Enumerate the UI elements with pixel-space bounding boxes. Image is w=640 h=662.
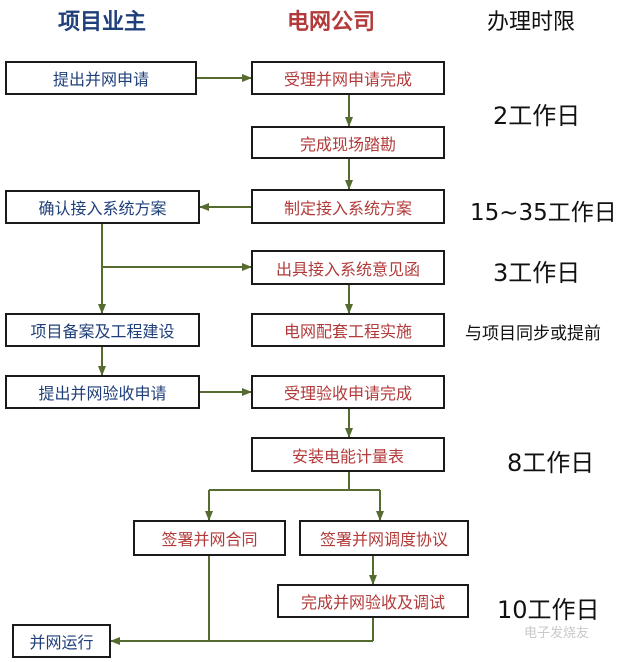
deadline-10-days: 10工作日	[497, 596, 600, 624]
watermark-text: 电子发烧友	[524, 626, 590, 641]
step-confirm-access-plan: 确认接入系统方案	[5, 190, 200, 224]
deadline-3-days: 3工作日	[493, 259, 581, 287]
header-deadline: 办理时限	[487, 10, 576, 35]
deadline-15-35-days: 15~35工作日	[470, 200, 617, 226]
step-sign-grid-contract: 签署并网合同	[133, 520, 286, 556]
header-owner: 项目业主	[58, 10, 147, 35]
step-apply-grid-connection: 提出并网申请	[5, 61, 197, 95]
step-sign-dispatch-agreement: 签署并网调度协议	[299, 520, 469, 556]
deadline-sync-or-advance: 与项目同步或提前	[465, 324, 601, 344]
watermark-logo: 电子发烧友	[524, 622, 589, 641]
step-issue-opinion-letter: 出具接入系统意见函	[251, 250, 445, 285]
step-apply-acceptance: 提出并网验收申请	[5, 375, 200, 409]
step-make-access-plan: 制定接入系统方案	[251, 189, 445, 224]
step-accept-application: 受理并网申请完成	[251, 61, 445, 95]
step-install-meter: 安装电能计量表	[251, 437, 445, 472]
step-site-survey: 完成现场踏勘	[251, 126, 445, 159]
header-grid: 电网公司	[287, 10, 376, 35]
step-record-and-build: 项目备案及工程建设	[5, 313, 200, 347]
step-supporting-works: 电网配套工程实施	[251, 313, 445, 347]
deadline-8-days: 8工作日	[507, 449, 595, 477]
deadline-2-days: 2工作日	[493, 102, 581, 130]
step-accept-acceptance-application: 受理验收申请完成	[251, 375, 445, 409]
step-finish-acceptance-debug: 完成并网验收及调试	[277, 584, 469, 618]
step-grid-operation: 并网运行	[12, 624, 111, 658]
